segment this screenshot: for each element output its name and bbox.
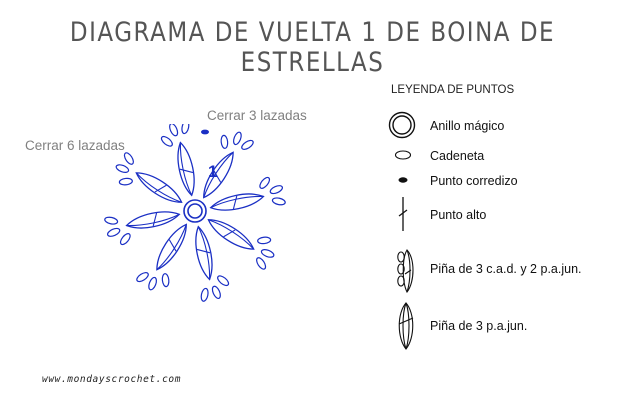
puff-cluster — [207, 219, 255, 250]
close-three-label: Cerrar 3 lazadas — [207, 108, 307, 123]
puff-cluster-tick — [168, 239, 177, 252]
chain-stitch — [220, 134, 229, 149]
chain-stitch — [118, 177, 133, 186]
chain-stitch — [241, 139, 254, 150]
petal — [207, 219, 275, 270]
chain-stitch — [217, 275, 230, 287]
puff-cluster — [156, 223, 187, 271]
puff-cluster-stroke — [156, 224, 187, 271]
legend-label-puff-3: Piña de 3 p.a.jun. — [430, 319, 528, 333]
chain-stitch — [115, 164, 130, 173]
legend-label-chain: Cadeneta — [430, 149, 485, 163]
puff-cluster-tick — [179, 168, 194, 174]
puff-cluster-3-2-icon — [397, 249, 414, 294]
puff-cluster — [125, 211, 181, 229]
chain-stitch — [148, 276, 157, 291]
puff-cluster — [203, 151, 234, 199]
chain-stitch — [123, 152, 134, 165]
puff-cluster — [209, 193, 265, 211]
chain-stitch — [260, 249, 275, 258]
puff-cluster-stroke — [208, 219, 255, 250]
chain-stitch — [161, 273, 170, 288]
puff-cluster-tick — [154, 184, 167, 193]
chain-stitch — [136, 272, 149, 283]
petal — [203, 131, 254, 199]
chain-stitch — [269, 185, 284, 195]
slip-stitch-icon — [398, 177, 408, 183]
double-crochet-icon — [398, 197, 408, 231]
magic-ring-icon — [388, 111, 416, 139]
puff-cluster-tick — [232, 195, 238, 210]
puff-cluster-3-icon — [398, 302, 414, 350]
puff-cluster-tick — [152, 212, 158, 227]
center-magic-ring — [183, 199, 207, 223]
legend-label-double-crochet: Punto alto — [430, 208, 487, 222]
petal — [160, 124, 195, 197]
petal-group — [104, 124, 286, 302]
chain-stitch — [211, 285, 221, 300]
puff-cluster-stroke — [135, 172, 182, 203]
chain-stitch — [257, 236, 272, 245]
legend-label-slip-stitch: Punto corredizo — [430, 174, 518, 188]
legend-label-puff-3-2: Piña de 3 c.a.d. y 2 p.a.jun. — [430, 262, 582, 276]
chain-stitch — [104, 216, 119, 225]
chain-stitch — [233, 131, 242, 146]
chain-stitch — [181, 124, 190, 135]
chain-stitch-icon — [394, 150, 412, 160]
petal — [115, 152, 183, 203]
round-chart — [104, 124, 286, 302]
petal — [136, 223, 187, 291]
website-url: www.mondayscrochet.com — [42, 374, 182, 385]
legend-heading: LEYENDA DE PUNTOS — [391, 84, 515, 96]
puff-cluster — [177, 141, 195, 197]
petal — [209, 176, 286, 211]
petal — [195, 225, 230, 302]
chain-stitch — [256, 257, 267, 270]
chain-stitch — [259, 176, 271, 189]
chain-stitch — [271, 197, 286, 206]
puff-cluster-tick — [223, 229, 236, 238]
slip-stitch-mark — [201, 129, 209, 135]
chain-stitch — [200, 287, 209, 302]
chain-stitch — [169, 124, 179, 137]
petal — [104, 211, 181, 246]
legend-label-magic-ring: Anillo mágico — [430, 119, 505, 133]
page-title: DIAGRAMA DE VUELTA 1 DE BOINA DE ESTRELL… — [69, 18, 556, 78]
chain-stitch — [119, 233, 131, 246]
puff-cluster — [135, 172, 183, 203]
close-six-label: Cerrar 6 lazadas — [25, 138, 125, 153]
puff-cluster — [195, 225, 213, 281]
puff-cluster-tick — [196, 248, 211, 254]
puff-cluster-stroke — [203, 151, 234, 198]
chain-stitch — [106, 227, 121, 237]
puff-cluster-tick — [213, 170, 222, 183]
chain-stitch — [160, 135, 173, 147]
